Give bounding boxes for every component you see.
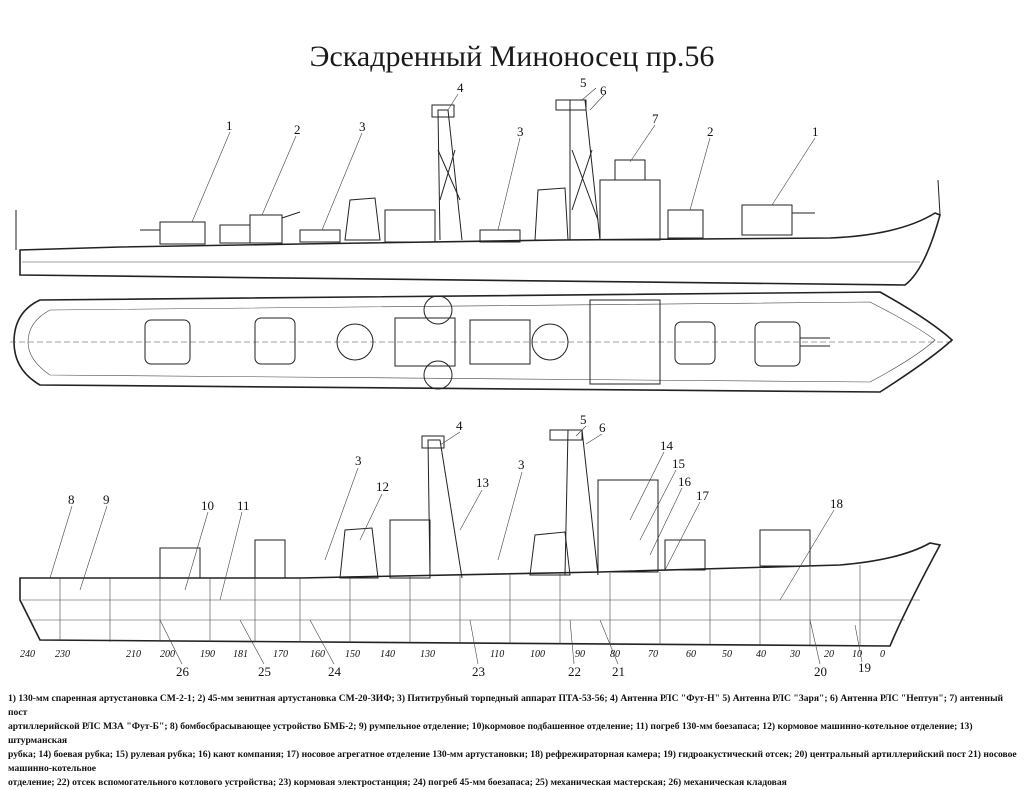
callout-sec-16: 16 [678,474,692,489]
callout-side-7: 7 [652,111,659,126]
ship-drawing: 1 2 3 4 3 5 6 7 2 1 [10,75,955,679]
frame-number: 240 [20,649,35,660]
callout-side-3a: 3 [359,119,366,134]
frame-number: 181 [233,649,248,660]
callout-sec-3b: 3 [518,457,525,472]
callout-sec-3a: 3 [355,453,362,468]
frame-number: 160 [310,649,325,660]
callout-sec-24: 24 [328,664,342,679]
frame-number: 230 [55,649,70,660]
callout-side-4: 4 [457,80,464,95]
frame-number: 150 [345,649,360,660]
frame-number: 40 [756,649,766,660]
callout-sec-18: 18 [830,496,843,511]
frame-number: 60 [686,649,696,660]
frame-number: 110 [490,649,504,660]
callout-sec-15: 15 [672,456,685,471]
callout-sec-5: 5 [580,412,587,427]
frame-number: 10 [852,649,862,660]
frame-number: 70 [648,649,658,660]
frame-number: 100 [530,649,545,660]
frame-number: 50 [722,649,732,660]
callout-sec-13: 13 [476,475,489,490]
callout-side-6: 6 [600,83,607,98]
frame-number: 200 [160,649,175,660]
callout-sec-10: 10 [201,498,214,513]
callout-sec-20: 20 [814,664,827,679]
callout-sec-17: 17 [696,488,710,503]
callout-sec-19: 19 [858,660,871,675]
callout-side-2a: 2 [294,122,301,137]
diagram-title: Эскадренный Миноносец пр.56 [309,40,715,73]
legend: 1) 130-мм спаренная артустановка СМ-2-1;… [8,692,1020,790]
frame-number: 30 [789,649,800,660]
frame-number: 80 [610,649,620,660]
frame-number: 0 [880,649,885,660]
frame-number: 170 [273,649,288,660]
callout-sec-14: 14 [660,438,674,453]
callout-side-1a: 1 [226,118,233,133]
side-profile-view: 1 2 3 4 3 5 6 7 2 1 [15,75,941,286]
callout-sec-4: 4 [456,418,463,433]
callout-sec-26: 26 [176,664,190,679]
frame-number: 140 [380,649,395,660]
frame-number: 90 [575,649,585,660]
callout-sec-21: 21 [612,664,625,679]
inboard-section-view: 8 9 10 11 3 12 4 13 3 5 6 14 15 16 17 18… [19,412,942,679]
callout-sec-11: 11 [237,498,250,513]
callout-side-5: 5 [580,75,587,90]
frame-number: 190 [200,649,215,660]
callout-sec-23: 23 [472,664,485,679]
callout-side-1b: 1 [812,124,819,139]
legend-line: 1) 130-мм спаренная артустановка СМ-2-1;… [8,693,1004,718]
legend-line: артиллерийской РЛС МЗА "Фут-Б"; 8) бомбо… [8,721,973,746]
callout-sec-8: 8 [68,492,75,507]
callout-sec-9: 9 [103,492,110,507]
callout-sec-25: 25 [258,664,271,679]
callout-sec-12: 12 [376,479,389,494]
frame-number: 20 [824,649,834,660]
callout-sec-6: 6 [599,420,606,435]
legend-line: рубка; 14) боевая рубка; 15) рулевая руб… [8,749,1017,774]
plan-view [10,291,955,393]
legend-line: отделение; 22) отсек вспомогательного ко… [8,777,787,788]
callout-side-3b: 3 [517,124,524,139]
frame-number: 130 [420,649,435,660]
callout-sec-22: 22 [568,664,581,679]
callout-side-2b: 2 [707,124,714,139]
frame-number: 210 [126,649,141,660]
